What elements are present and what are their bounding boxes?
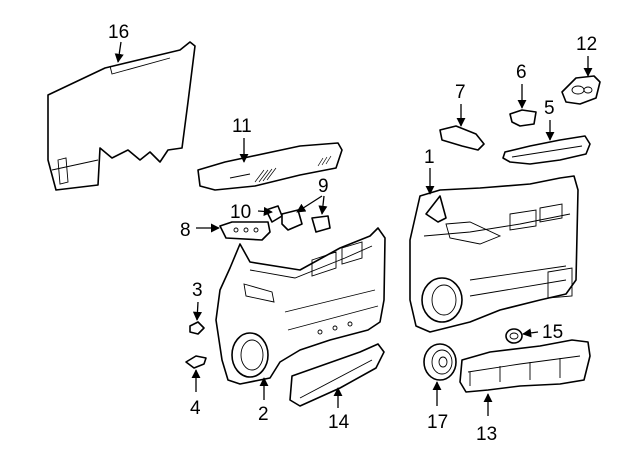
leader-lines xyxy=(114,41,593,416)
callout-17: 17 xyxy=(427,412,448,433)
callout-10: 10 xyxy=(230,202,251,223)
part-3-clip xyxy=(189,321,205,335)
callout-16: 16 xyxy=(108,22,129,43)
callout-5: 5 xyxy=(544,98,555,119)
callout-numbers: 16 11 8 10 9 3 4 2 14 7 6 5 12 1 15 17 1… xyxy=(108,22,597,445)
part-16-water-deflector xyxy=(47,41,196,191)
part-13-map-pocket xyxy=(459,339,591,393)
part-17-speaker xyxy=(423,343,457,381)
callout-12: 12 xyxy=(576,34,597,55)
part-8-switch-bezel xyxy=(219,221,271,241)
callout-2: 2 xyxy=(258,404,269,425)
part-10-switch xyxy=(265,205,283,223)
callout-7: 7 xyxy=(455,82,466,103)
part-11-upper-trim-panel xyxy=(197,142,343,191)
part-2-door-trim-panel xyxy=(215,227,386,385)
part-12-inside-handle xyxy=(561,75,601,105)
part-14-armrest-cover xyxy=(289,343,385,407)
leader-10 xyxy=(257,206,273,216)
callout-15: 15 xyxy=(542,322,563,343)
callout-13: 13 xyxy=(476,424,497,445)
callout-8: 8 xyxy=(180,220,191,241)
callout-11: 11 xyxy=(232,116,252,137)
leader-16 xyxy=(114,41,124,63)
callout-9: 9 xyxy=(318,176,329,197)
part-6-clip xyxy=(509,109,537,127)
leader-9b xyxy=(318,195,328,215)
callout-14: 14 xyxy=(328,412,350,433)
part-7-pull-handle xyxy=(439,125,485,151)
leader-15 xyxy=(522,328,539,338)
callout-4: 4 xyxy=(190,398,201,419)
callout-1: 1 xyxy=(424,147,435,168)
part-4-fastener xyxy=(185,355,207,369)
part-5-armrest xyxy=(502,135,591,165)
leader-9a xyxy=(296,195,323,213)
part-1-door-trim-panel xyxy=(409,175,579,333)
leader-3 xyxy=(192,301,202,321)
part-9-switches xyxy=(281,209,331,233)
callout-6: 6 xyxy=(516,62,527,83)
callout-3: 3 xyxy=(192,280,203,301)
part-15-grommet xyxy=(505,328,523,344)
